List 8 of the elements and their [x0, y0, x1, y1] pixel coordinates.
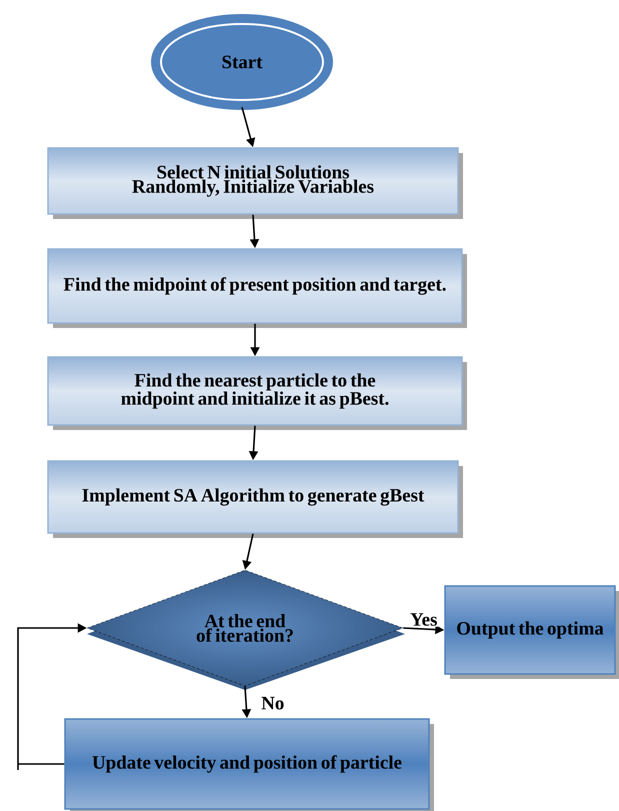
process-box: Update velocity and position of particle — [64, 718, 434, 811]
process-box: Output the optima — [444, 585, 619, 679]
process-box: Select N initial Solutions Randomly, Initialize Variables — [47, 147, 463, 219]
edge-label: No — [260, 696, 286, 710]
process-box: Find the nearest particle to the midpoint and initialize it as pBest. — [47, 356, 467, 430]
process-box: Find the midpoint of present position and target. — [47, 248, 467, 328]
edge-label: Yes — [409, 612, 438, 627]
process-box: Implement SA Algorithm to generate gBest — [47, 460, 463, 538]
